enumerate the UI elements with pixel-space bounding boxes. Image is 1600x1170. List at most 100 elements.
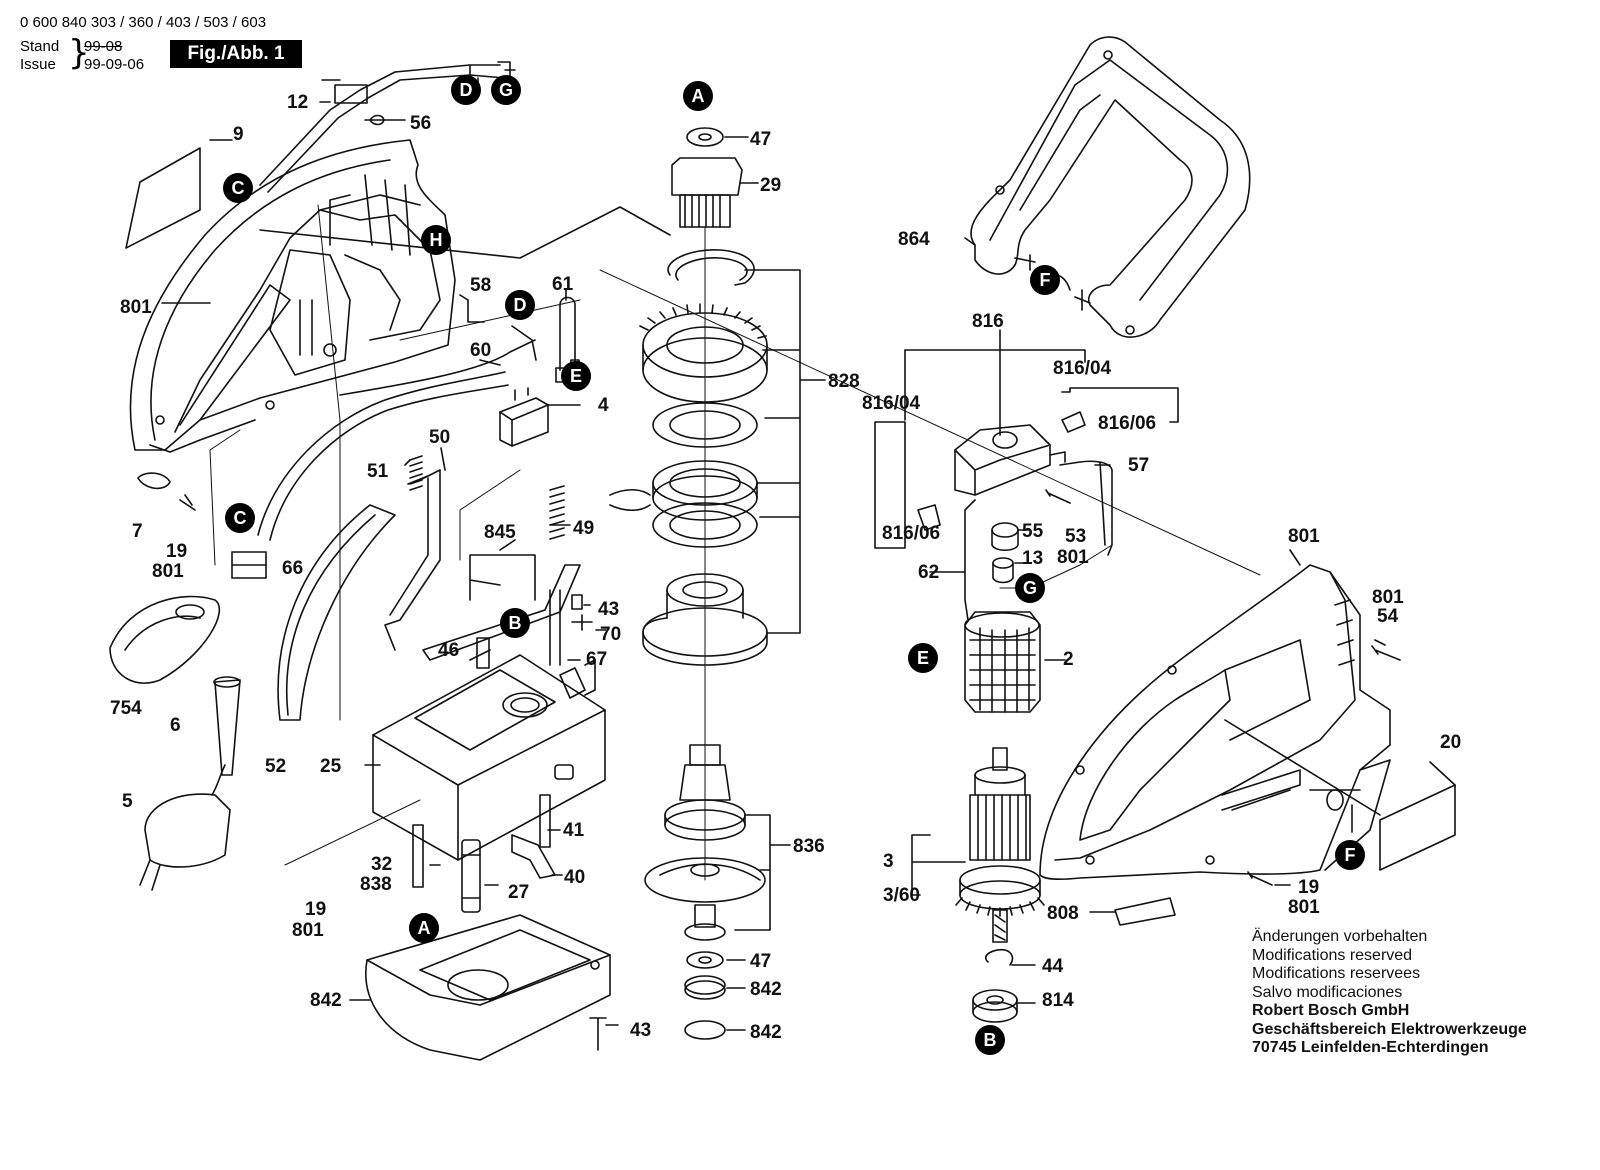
marker-d-top: D bbox=[451, 75, 481, 105]
callout-5: 5 bbox=[122, 791, 133, 812]
callout-60: 60 bbox=[470, 340, 491, 361]
callout-27: 27 bbox=[508, 882, 529, 903]
callout-801-bottom-screw: 801 bbox=[292, 920, 324, 941]
company-address: 70745 Leinfelden-Echterdingen bbox=[1252, 1039, 1489, 1056]
callout-32: 32 bbox=[371, 854, 392, 875]
issue-date: 99-09-06 bbox=[84, 56, 145, 73]
marker-g-top: G bbox=[491, 75, 521, 105]
marker-g-top-label: G bbox=[499, 80, 513, 100]
callout-19-right: 19 bbox=[1298, 877, 1319, 898]
callout-51: 51 bbox=[367, 461, 389, 482]
callout-9: 9 bbox=[233, 124, 244, 145]
callout-801-left-housing: 801 bbox=[120, 297, 152, 318]
marker-d-mid: D bbox=[505, 290, 535, 320]
company-division: Geschäftsbereich Elektrowerkzeuge bbox=[1252, 1020, 1527, 1038]
marker-a-bottom-label: A bbox=[418, 918, 431, 938]
marker-d-top-label: D bbox=[460, 80, 473, 100]
callout-842-washer-upper: 842 bbox=[750, 979, 782, 1000]
callout-801-left-screw: 801 bbox=[152, 561, 184, 582]
marker-c-top-label: C bbox=[232, 178, 245, 198]
right-housing-shape bbox=[1039, 564, 1391, 881]
callout-845: 845 bbox=[484, 522, 516, 543]
callout-12: 12 bbox=[287, 92, 308, 113]
armature-shape bbox=[955, 747, 1045, 943]
gearbox-base-shape bbox=[372, 654, 606, 861]
callout-19-bottom: 19 bbox=[305, 899, 326, 920]
marker-b-bottom-label: B bbox=[984, 1030, 997, 1050]
callout-816-06-left: 816/06 bbox=[882, 523, 940, 544]
callout-814: 814 bbox=[1042, 990, 1074, 1011]
callout-47-top: 47 bbox=[750, 129, 771, 150]
company-name: Robert Bosch GmbH bbox=[1252, 1002, 1410, 1019]
callout-816: 816 bbox=[972, 311, 1004, 332]
issue-label: Issue bbox=[20, 56, 56, 73]
callout-801-right-housing: 801 bbox=[1288, 526, 1320, 547]
callout-816-04-right: 816/04 bbox=[1053, 358, 1112, 379]
callout-828: 828 bbox=[828, 371, 860, 392]
note-french: Modifications reservees bbox=[1252, 965, 1421, 982]
callout-20: 20 bbox=[1440, 732, 1461, 753]
callout-46: 46 bbox=[438, 640, 459, 661]
callout-816-04-left: 816/04 bbox=[862, 393, 921, 414]
marker-e-mid: E bbox=[561, 361, 591, 391]
stand-label: Stand bbox=[20, 38, 60, 55]
callout-67: 67 bbox=[586, 649, 607, 670]
callout-43-lower: 43 bbox=[630, 1020, 651, 1041]
callout-842-cover: 842 bbox=[310, 990, 342, 1011]
marker-b-bottom: B bbox=[975, 1025, 1005, 1055]
callout-29: 29 bbox=[760, 175, 781, 196]
callout-4: 4 bbox=[598, 395, 609, 416]
marker-h-label: H bbox=[430, 230, 443, 250]
callout-836: 836 bbox=[793, 836, 825, 857]
marker-h: H bbox=[421, 225, 451, 255]
marker-c-top: C bbox=[223, 173, 253, 203]
callout-801-switch-screw: 801 bbox=[1057, 547, 1089, 568]
brace-icon: } bbox=[68, 33, 90, 73]
callout-43-upper: 43 bbox=[598, 599, 619, 620]
callout-41: 41 bbox=[563, 820, 585, 841]
callout-47-bottom: 47 bbox=[750, 951, 771, 972]
marker-a-top-label: A bbox=[692, 86, 705, 106]
note-english: Modifications reserved bbox=[1252, 946, 1413, 964]
callout-816-06-right: 816/06 bbox=[1098, 413, 1156, 434]
marker-b-left-label: B bbox=[509, 613, 522, 633]
callout-55: 55 bbox=[1022, 521, 1044, 542]
callout-62: 62 bbox=[918, 562, 939, 583]
callout-3: 3 bbox=[883, 851, 894, 872]
marker-e-right-label: E bbox=[917, 648, 929, 668]
callout-49: 49 bbox=[573, 518, 594, 539]
callout-19-left: 19 bbox=[166, 541, 187, 562]
marker-a-bottom: A bbox=[409, 913, 439, 943]
callout-801-right-bottom: 801 bbox=[1288, 897, 1320, 918]
callout-66: 66 bbox=[282, 558, 303, 579]
callout-864: 864 bbox=[898, 229, 930, 250]
callout-25: 25 bbox=[320, 756, 342, 777]
callout-52: 52 bbox=[265, 756, 286, 777]
legal-notes: Änderungen vorbehalten Modifications res… bbox=[1252, 928, 1527, 1058]
figure-label: Fig./Abb. 1 bbox=[170, 40, 302, 68]
callout-44: 44 bbox=[1042, 956, 1064, 977]
callout-40: 40 bbox=[564, 867, 585, 888]
callout-70: 70 bbox=[600, 624, 621, 645]
note-spanish: Salvo modificaciones bbox=[1252, 983, 1403, 1001]
marker-f-handle: F bbox=[1030, 265, 1060, 295]
marker-b-left: B bbox=[500, 608, 530, 638]
marker-e-right: E bbox=[908, 643, 938, 673]
marker-g-right: G bbox=[1015, 573, 1045, 603]
callout-6: 6 bbox=[170, 715, 181, 736]
marker-d-mid-label: D bbox=[514, 295, 527, 315]
callout-808: 808 bbox=[1047, 903, 1079, 924]
marker-f-housing: F bbox=[1335, 840, 1365, 870]
callout-58: 58 bbox=[470, 275, 491, 296]
old-date: 99-08 bbox=[84, 38, 123, 55]
callout-842-washer-lower: 842 bbox=[750, 1022, 782, 1043]
callout-801-right-screw: 801 bbox=[1372, 587, 1404, 608]
callout-53: 53 bbox=[1065, 526, 1086, 547]
callout-61: 61 bbox=[552, 274, 574, 295]
marker-c-left: C bbox=[225, 503, 255, 533]
callout-3-60: 3/60 bbox=[883, 885, 920, 906]
callout-2: 2 bbox=[1063, 649, 1074, 670]
marker-f-housing-label: F bbox=[1345, 845, 1356, 865]
callout-13: 13 bbox=[1022, 548, 1043, 569]
